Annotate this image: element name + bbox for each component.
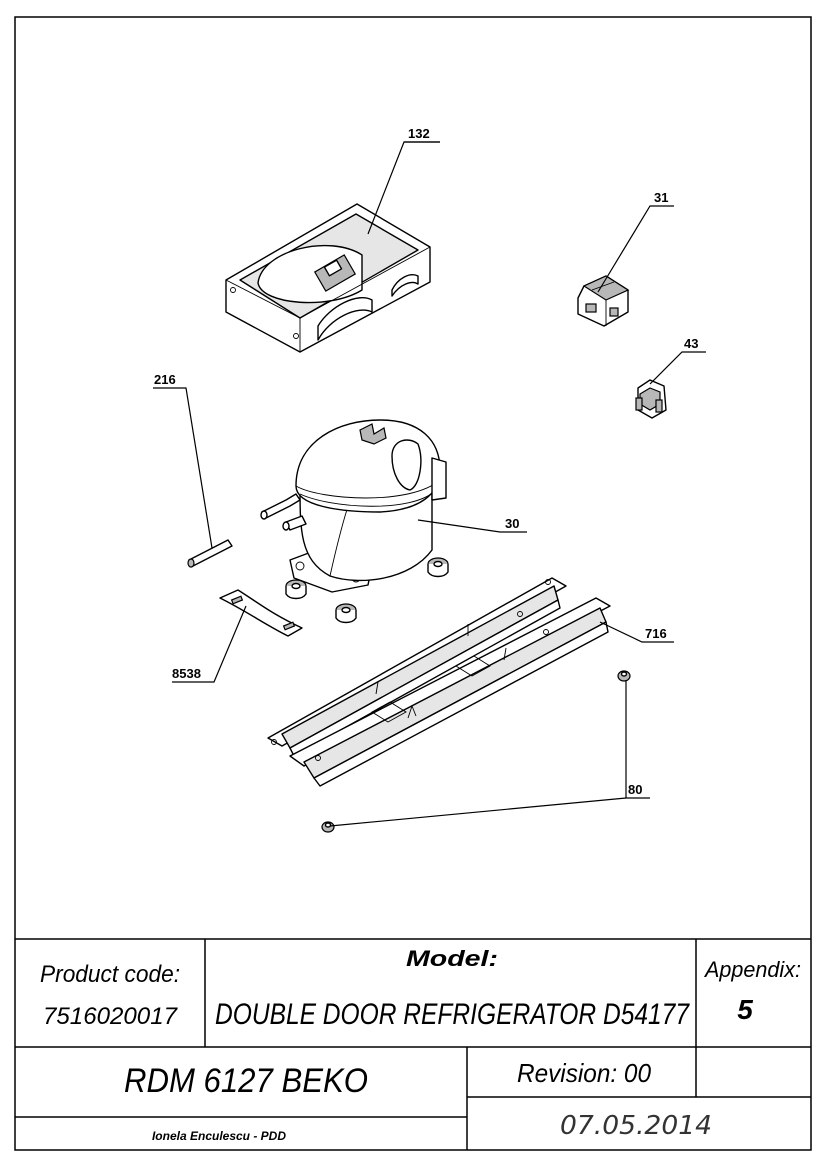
callout-80: 80 <box>628 782 642 797</box>
part-31-relay <box>577 275 630 327</box>
callout-43: 43 <box>684 336 698 351</box>
appendix-label: Appendix: <box>703 957 801 982</box>
callout-216: 216 <box>154 372 176 387</box>
date: 07.05.2014 <box>560 1111 712 1141</box>
callout-716: 716 <box>645 626 667 641</box>
callout-132: 132 <box>408 126 430 141</box>
part-30-compressor <box>260 419 447 593</box>
model-value: DOUBLE DOOR REFRIGERATOR D54177 <box>215 998 690 1031</box>
product-code-value: 7516020017 <box>43 1003 179 1030</box>
part-43-protector <box>635 379 667 419</box>
callout-30: 30 <box>505 516 519 531</box>
part-name: RDM 6127 BEKO <box>124 1062 368 1100</box>
part-132-tray <box>225 203 431 353</box>
model-label: Model: <box>406 946 498 971</box>
part-8538-clip <box>219 589 303 637</box>
revision: Revision: 00 <box>517 1058 652 1088</box>
author: Ionela Enculescu - PDD <box>152 1129 286 1143</box>
part-716-rails <box>267 577 611 787</box>
sheet-frame <box>14 16 812 1151</box>
grommets <box>285 557 449 624</box>
part-80-nuts <box>321 670 631 833</box>
callout-31: 31 <box>654 190 668 205</box>
part-216-pin <box>187 539 233 568</box>
product-code-label: Product code: <box>40 961 180 988</box>
appendix-value: 5 <box>737 994 753 1025</box>
callout-8538: 8538 <box>172 666 201 681</box>
title-block: Product code: 7516020017 Model: DOUBLE D… <box>15 938 811 1150</box>
